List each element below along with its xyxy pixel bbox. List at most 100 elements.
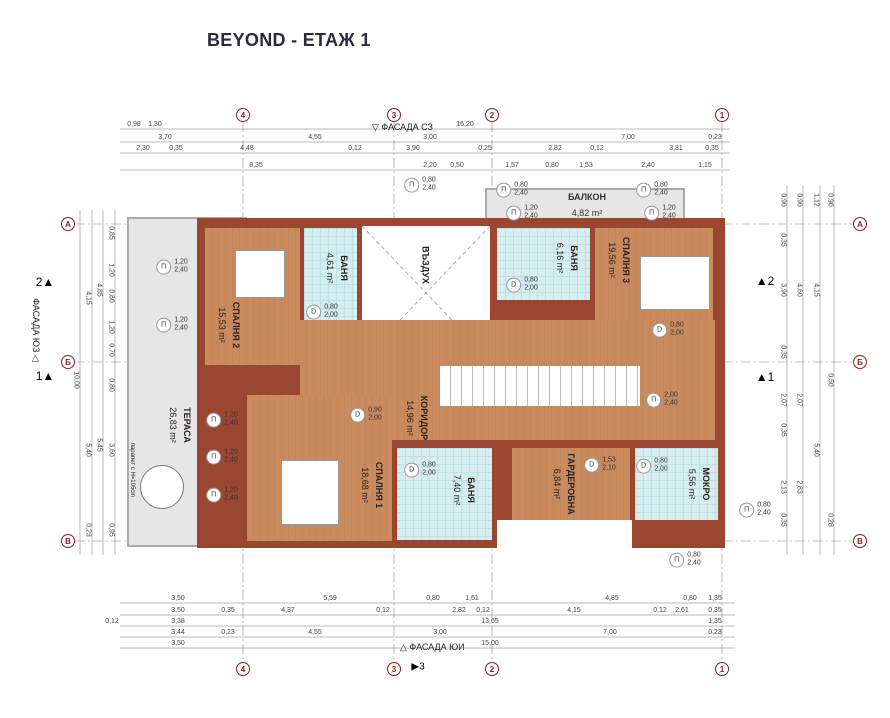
room-name: СПАЛНЯ 2	[231, 301, 242, 349]
opening-height: 2,40	[224, 457, 238, 464]
opening-height: 2,40	[687, 560, 701, 567]
dimension-label: 0,50	[826, 373, 834, 387]
opening-height: 2,10	[602, 465, 616, 472]
opening-height: 2,00	[422, 470, 436, 477]
table-icon	[140, 465, 184, 509]
opening-width: 1,20	[224, 448, 238, 456]
dimension-label: 15,00	[481, 640, 499, 647]
opening-width: 1,20	[224, 411, 238, 419]
section-label: 1	[767, 370, 775, 384]
opening-height: 2,40	[662, 213, 676, 220]
dimension-label: 0,98	[127, 121, 141, 128]
opening-width: 1,20	[662, 204, 676, 212]
dimension-label: 0,35	[169, 145, 183, 152]
dimension-label: 1,61	[465, 595, 479, 602]
room-area: 18,68 m²	[359, 467, 370, 503]
window-icon: П	[644, 205, 660, 221]
room-name: БАНЯ	[466, 477, 477, 503]
opening-width: 2,00	[664, 391, 678, 399]
axis-bubble-a-right: А	[853, 217, 867, 231]
room-name: СПАЛНЯ 1	[374, 461, 385, 509]
dimension-label: 2,40	[641, 162, 655, 169]
room-area: 4,61 m²	[324, 252, 335, 284]
dimension-label: 3,50	[171, 640, 185, 647]
opening-height: 2,40	[174, 267, 188, 274]
dimension-label: 0,90	[826, 193, 834, 207]
section-marker-1-right: ▲1	[755, 370, 775, 384]
dimension-label: 5,40	[812, 443, 820, 457]
room-air-void: ВЪЗДУХ	[420, 246, 431, 284]
facade-left-label: ФАСАДА ЮЗ	[31, 298, 41, 353]
room-area: 6,16 m²	[554, 242, 565, 274]
dimension-label: 0,80	[545, 162, 559, 169]
bed-icon	[281, 460, 339, 525]
opening-width: 0,80	[324, 303, 338, 311]
opening-height: 2,40	[174, 325, 188, 332]
door-icon: D	[636, 458, 652, 474]
dimension-label: 2,83	[795, 480, 803, 494]
dimension-label: 0,12	[376, 607, 390, 614]
section-label: 1	[35, 369, 43, 383]
terrace-note: парапет с H=105cm	[129, 442, 136, 498]
dimension-label: 3,00	[423, 134, 437, 141]
axis-bubble-b-right: Б	[853, 355, 867, 369]
dimension-label: 7,00	[621, 134, 635, 141]
dimension-label: 1,35	[708, 595, 722, 602]
dimension-label: 1,57	[505, 162, 519, 169]
dimension-label: 1,15	[698, 162, 712, 169]
dimension-label: 0,35	[779, 345, 787, 359]
window-icon: П	[506, 205, 522, 221]
dimension-label: 2,82	[548, 145, 562, 152]
room-area: 5,56 m²	[686, 468, 697, 500]
room-name: ТЕРАСА	[182, 407, 193, 443]
plan-title: BEYOND - ЕТАЖ 1	[207, 30, 371, 50]
dimension-label: 0,70	[107, 343, 115, 357]
section-marker-2-right: ▲2	[755, 274, 775, 288]
room-area: 26,83 m²	[167, 407, 178, 443]
dimension-label: 0,80	[683, 595, 697, 602]
dimension-label: 13,65	[481, 618, 499, 625]
window-icon: П	[206, 487, 222, 503]
dimension-label: 0,90	[795, 193, 803, 207]
dimension-label: 4,48	[240, 145, 254, 152]
room-name: КОРИДОР	[419, 395, 430, 441]
dimension-label: 0,12	[105, 618, 119, 625]
room-name: БАНЯ	[569, 245, 580, 271]
facade-left: ФАСАДА ЮЗ ◁	[31, 298, 41, 362]
room-area: 14,96 m²	[404, 400, 415, 436]
dimension-label: 4,85	[605, 595, 619, 602]
dimension-label: 2,20	[423, 162, 437, 169]
axis-bubble-v-right: В	[853, 534, 867, 548]
opening-width: 0,80	[757, 501, 771, 509]
opening-width: 0,80	[514, 181, 528, 189]
opening-width: 1,20	[224, 486, 238, 494]
dimension-label: 3,90	[779, 283, 787, 297]
axis-bubble-v-left: В	[61, 534, 75, 548]
room-name: БАЛКОН	[568, 192, 607, 202]
door-icon: D	[506, 277, 522, 293]
axis-bubble-2-bottom: 2	[485, 662, 499, 676]
door-icon: D	[652, 322, 668, 338]
dimension-label: 16,20	[456, 121, 474, 128]
